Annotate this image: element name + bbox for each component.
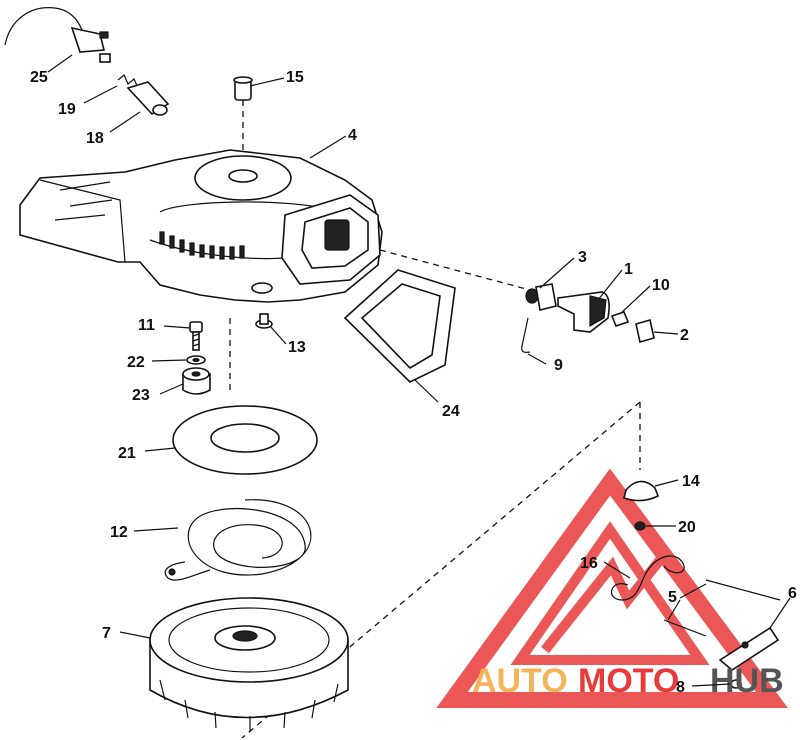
callout-25: 25 <box>30 69 48 86</box>
part-8-clip <box>730 679 742 689</box>
callout-15: 15 <box>286 69 304 86</box>
callout-19: 19 <box>58 101 76 118</box>
callout-3: 3 <box>578 249 587 266</box>
part-2-pad <box>635 318 655 344</box>
part-14-knob <box>623 480 660 502</box>
part-11-screw <box>189 321 203 351</box>
part-16-spring-wire <box>611 555 685 601</box>
callout-8: 8 <box>676 679 685 696</box>
part-5-links <box>663 579 781 637</box>
callout-22: 22 <box>127 354 145 371</box>
watermark-text-auto: AUTO <box>472 662 568 700</box>
part-18-plunger <box>126 81 170 116</box>
part-20-nut <box>634 521 646 531</box>
leader-lines <box>47 54 791 687</box>
part-9-hook <box>521 317 531 353</box>
callout-6: 6 <box>788 585 797 602</box>
callout-5: 5 <box>668 589 677 606</box>
part-13-bushing <box>255 313 273 329</box>
part-10-insert <box>610 311 630 327</box>
callout-18: 18 <box>86 130 104 147</box>
callout-12: 12 <box>110 524 128 541</box>
callout-21: 21 <box>118 445 136 462</box>
callout-10: 10 <box>652 277 670 294</box>
callout-23: 23 <box>132 387 150 404</box>
callout-14: 14 <box>682 473 700 490</box>
part-1-handle <box>557 291 610 333</box>
watermark-logo-triangle <box>436 468 788 708</box>
callout-24: 24 <box>442 403 460 420</box>
watermark-text-hub: HUB <box>710 662 784 700</box>
part-7-pulley <box>149 597 349 732</box>
callout-2: 2 <box>680 327 689 344</box>
callout-9: 9 <box>554 357 563 374</box>
part-22-washer <box>186 355 206 365</box>
callout-13: 13 <box>288 339 306 356</box>
watermark-logo-text: AUTO MOTO HUB <box>472 662 784 700</box>
callout-1: 1 <box>624 261 633 278</box>
part-3-retainer <box>525 283 557 311</box>
callout-16: 16 <box>580 555 598 572</box>
part-21-plate <box>172 405 318 475</box>
callout-labels: 25 19 18 15 4 3 1 10 2 9 11 13 22 23 24 … <box>30 69 797 696</box>
part-23-spacer <box>182 367 211 395</box>
watermark-text-moto: MOTO <box>578 662 679 700</box>
part-15-pin <box>233 76 253 101</box>
part-25-choke-cable <box>4 7 111 63</box>
part-6-lever <box>718 626 780 671</box>
part-12-rewind-spring <box>164 499 312 581</box>
part-4-starter-housing <box>19 149 383 303</box>
callout-11: 11 <box>138 317 155 334</box>
callout-4: 4 <box>348 127 357 144</box>
part-24-grommet <box>343 269 456 383</box>
callout-7: 7 <box>102 625 111 642</box>
callout-20: 20 <box>678 519 696 536</box>
